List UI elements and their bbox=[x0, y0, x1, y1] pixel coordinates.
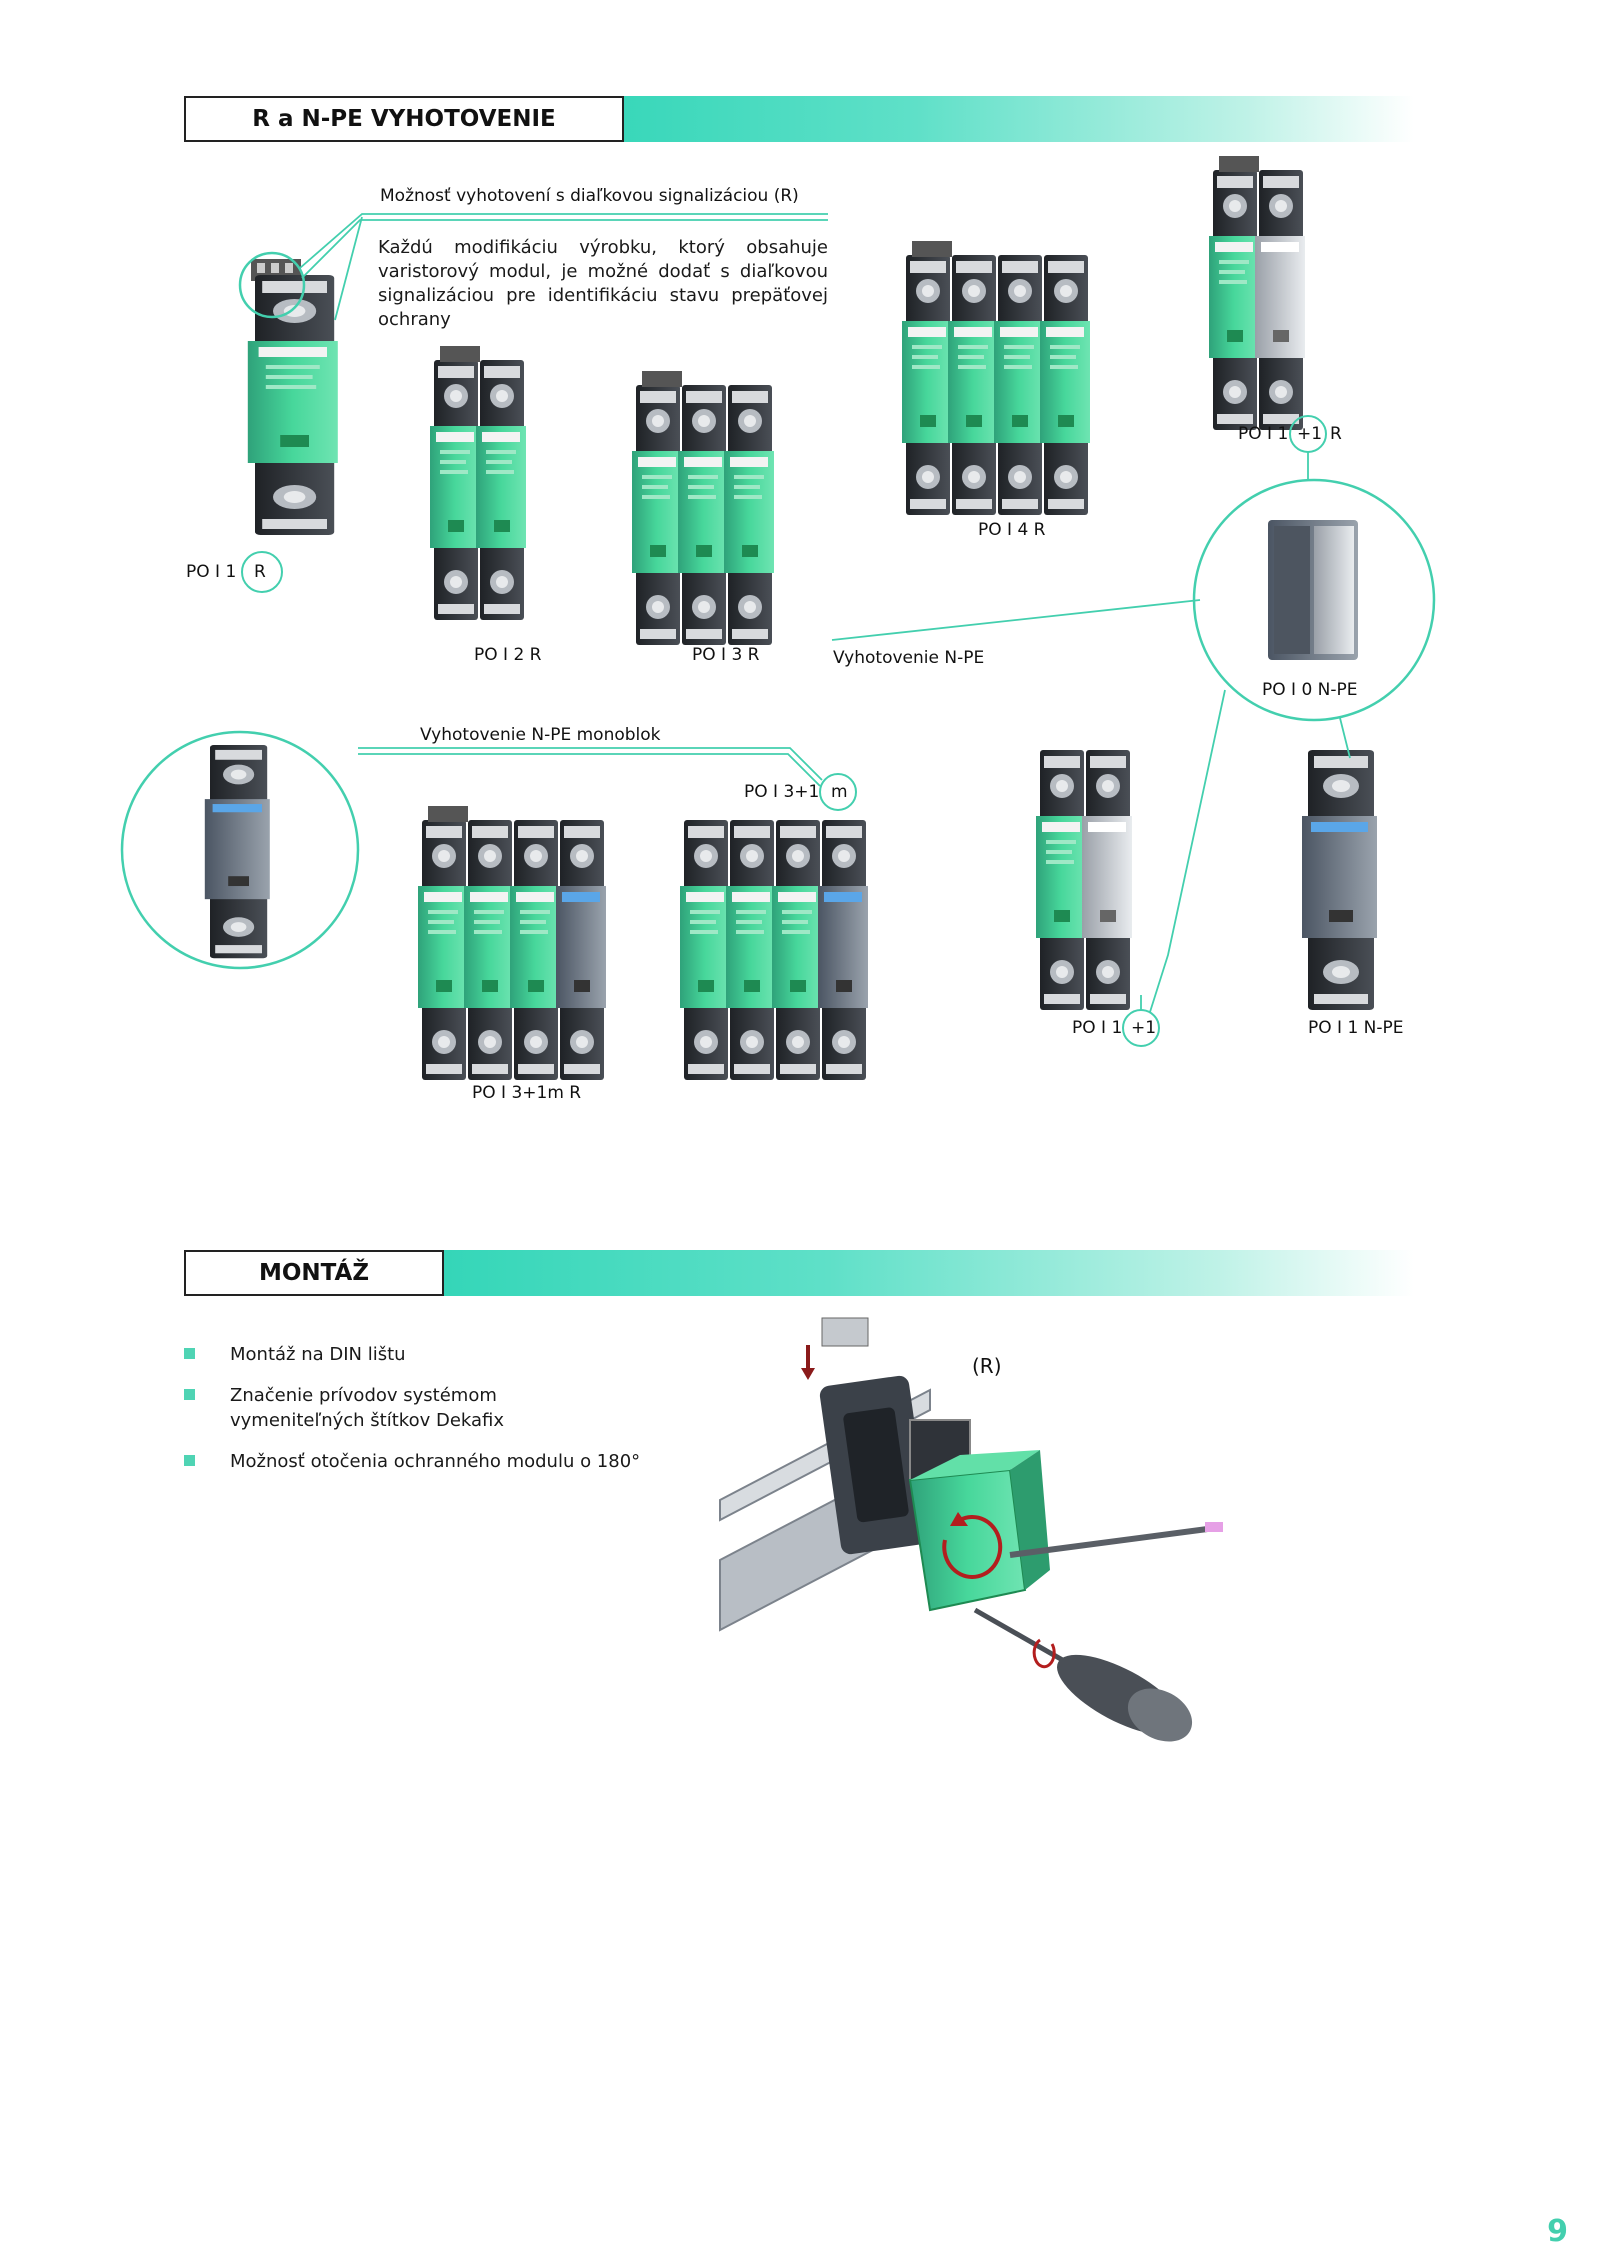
label-npe-variant: Vyhotovenie N-PE bbox=[833, 648, 985, 668]
label-po-i1p1-b: +1 bbox=[1131, 1018, 1157, 1038]
product-po-i3-r bbox=[632, 371, 774, 645]
label-po-i0-npe: PO I 0 N-PE bbox=[1262, 680, 1358, 700]
product-po-i3p1m bbox=[680, 820, 868, 1080]
section-mount-title: MONTÁŽ bbox=[184, 1250, 444, 1296]
label-po-i3p1m-a: PO I 3+1 bbox=[744, 782, 820, 802]
product-po-i1p1-r bbox=[1209, 156, 1305, 430]
product-po-i3p1m-r bbox=[418, 806, 606, 1080]
product-po-i2-r bbox=[430, 346, 526, 620]
label-po-i3p1m-r: PO I 3+1m R bbox=[472, 1083, 582, 1103]
section-variants-header: R a N-PE VYHOTOVENIE bbox=[184, 96, 1414, 142]
product-po-i1-r bbox=[247, 259, 338, 535]
section-variants-title: R a N-PE VYHOTOVENIE bbox=[184, 96, 624, 142]
page-number: 9 bbox=[1547, 2214, 1568, 2249]
label-po-i1p1-a: PO I 1 bbox=[1072, 1018, 1123, 1038]
mount-bullet: Značenie prívodov systémom vymeniteľných… bbox=[184, 1383, 704, 1433]
label-po-i3-r: PO I 3 R bbox=[692, 645, 760, 665]
bullet-square-icon bbox=[184, 1348, 195, 1359]
remote-signal-label: Možnosť vyhotovení s diaľkovou signalizá… bbox=[380, 186, 799, 206]
label-po-i2-r: PO I 2 R bbox=[474, 645, 542, 665]
section-mount-header: MONTÁŽ bbox=[184, 1250, 1414, 1296]
label-po-i1-r-a: PO I 1 bbox=[186, 562, 237, 582]
bullet-square-icon bbox=[184, 1455, 195, 1466]
product-po-i4-r bbox=[902, 241, 1090, 515]
product-npe-monoblock bbox=[204, 745, 270, 959]
mount-bullets: Montáž na DIN lištu Značenie prívodov sy… bbox=[184, 1342, 704, 1490]
product-po-i1p1 bbox=[1036, 750, 1132, 1010]
label-po-i1p1-r-c: R bbox=[1330, 424, 1342, 444]
label-npe-monoblock: Vyhotovenie N-PE monoblok bbox=[420, 725, 661, 745]
variant-paragraph: Každú modifikáciu výrobku, ktorý obsahuj… bbox=[378, 237, 828, 330]
product-po-i0-npe bbox=[1268, 520, 1358, 660]
label-r: (R) bbox=[972, 1354, 1002, 1378]
label-po-i1-npe: PO I 1 N-PE bbox=[1308, 1018, 1404, 1038]
label-po-i1-r-b: R bbox=[254, 562, 266, 582]
label-po-i4-r: PO I 4 R bbox=[978, 520, 1046, 540]
bullet-square-icon bbox=[184, 1389, 195, 1400]
label-po-i1p1-r-a: PO I 1 bbox=[1238, 424, 1289, 444]
mount-bullet: Možnosť otočenia ochranného modulu o 180… bbox=[184, 1449, 704, 1474]
label-po-i1p1-r-b: +1 bbox=[1297, 424, 1323, 444]
mounting-illustration bbox=[719, 1317, 1223, 1742]
mount-bullet: Montáž na DIN lištu bbox=[184, 1342, 704, 1367]
product-po-i1-npe bbox=[1302, 750, 1377, 1010]
label-po-i3p1m-b: m bbox=[831, 782, 848, 802]
